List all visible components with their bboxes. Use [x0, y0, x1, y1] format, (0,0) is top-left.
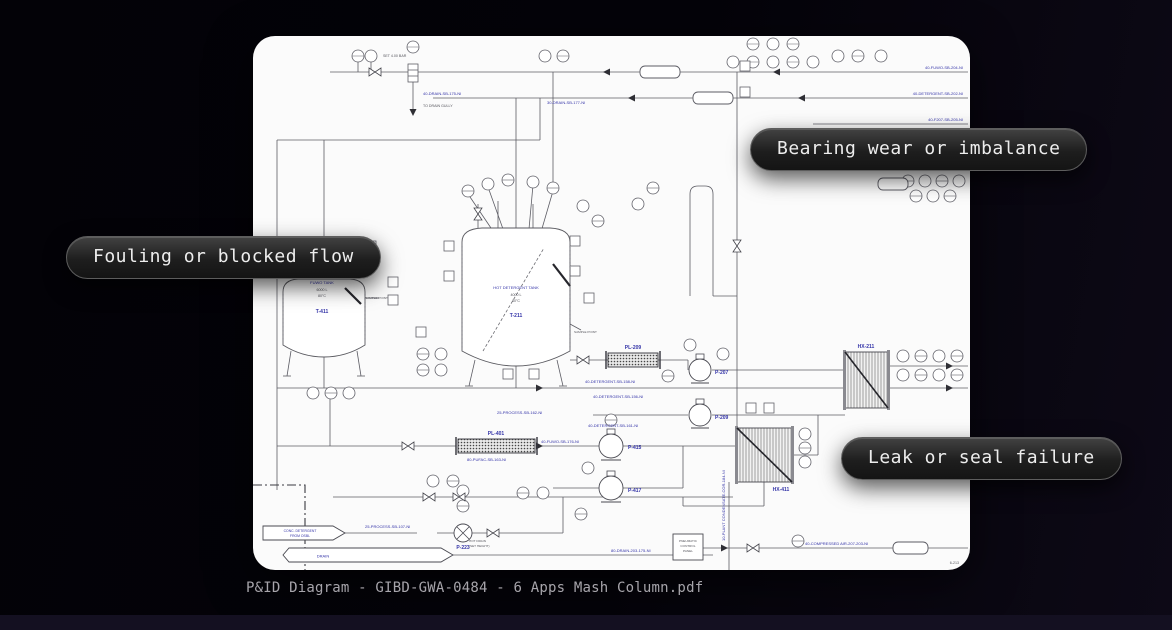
- line-label: 40-DETERGENT-SB-156-NI: [593, 394, 643, 399]
- pump-p417: P-417: [598, 470, 642, 503]
- drain-gully-note: TO DRAIN GULLY: [423, 104, 453, 108]
- line-label: 25-PROCESS-SB-107-NI: [365, 524, 410, 529]
- exchanger-tag: HX-211: [858, 344, 875, 350]
- tank-name: HOT DETERGENT TANK: [493, 285, 539, 290]
- tank-t211: HOT DETERGENT TANK 4000 L 80°C T-211: [461, 227, 571, 367]
- strainer-tag: PL-401: [488, 431, 505, 437]
- line-label: 10-PLANT CONDENSATE-COR-184-NI: [721, 470, 726, 541]
- hot-drain-subnote: (SET HEIGHT): [469, 544, 490, 548]
- line-label: 30-DRAIN-SB-177-NI: [547, 100, 585, 105]
- pump-p223: P-223: [453, 523, 473, 551]
- connector-drain: DRAIN: [282, 547, 454, 563]
- pump-tag: P-415: [628, 445, 642, 451]
- tank-temp: 80°C: [512, 299, 520, 303]
- tank-capacity: 6000 L: [317, 288, 328, 292]
- tank-capacity: 4000 L: [511, 293, 522, 297]
- exchanger-hx411: HX-411: [735, 426, 794, 493]
- pump-p209: P-209: [688, 398, 729, 429]
- tank-t411: FUWO TANK 6000 L 80°C T-411: [282, 278, 366, 358]
- pneumatic-control-panel: PNEUMATIC CONTROL PANEL: [672, 533, 704, 561]
- pump-p207: P-207: [688, 353, 729, 384]
- line-label: 80-DRAIN-203-175-NI: [611, 548, 651, 553]
- tank-tag: T-211: [510, 313, 523, 319]
- pump-tag: P-223: [456, 545, 470, 551]
- callout-fouling-or-blocked-flow[interactable]: Fouling or blocked flow: [66, 236, 381, 279]
- bottom-bar: [0, 615, 1172, 630]
- callout-bearing-wear-or-imbalance[interactable]: Bearing wear or imbalance: [750, 128, 1088, 171]
- pump-tag: P-207: [715, 370, 729, 376]
- line-label: 40-DETERGENT-SB-202-NI: [913, 91, 963, 96]
- panel-label: PANEL: [683, 549, 693, 553]
- piping-and-instruments: [253, 37, 968, 570]
- pump-p415: P-415: [598, 428, 642, 461]
- connector-label: DRAIN: [317, 554, 330, 559]
- strainer-pl401: PL-401: [455, 431, 538, 455]
- connector-label: CONC. DETERGENT: [284, 529, 317, 533]
- line-label: 40-FUWO-SB-176-NI: [541, 439, 579, 444]
- line-label: 40-COMPRESSED AIR-207-203-NI: [805, 541, 868, 546]
- hot-drain-note: HOT DRAIN: [469, 539, 486, 543]
- line-label: 25-PROCESS-SB-162-NI: [497, 410, 542, 415]
- sheet-ref: 6-213: [950, 561, 959, 565]
- connector-detergent-inlet: CONC. DETERGENT FROM OSBL: [262, 525, 346, 541]
- line-label: 40-FUWO-SB-204-NI: [925, 65, 963, 70]
- line-label: 40-F207-SB-205-NI: [928, 117, 963, 122]
- line-label: 40-DETERGENT-SB-158-NI: [585, 379, 635, 384]
- set-pressure-note: SET 4.00 BAR: [383, 54, 407, 58]
- exchanger-hx211: HX-211: [843, 344, 890, 410]
- line-label: 80-PUFAC-SB-163-NI: [467, 457, 506, 462]
- exchanger-tag: HX-411: [773, 487, 790, 493]
- connector-sublabel: FROM OSBL: [290, 534, 310, 538]
- tank-temp: 80°C: [318, 294, 326, 298]
- sample-point-note: SAMPLE POINT: [574, 330, 597, 334]
- panel-label: CONTROL: [680, 544, 695, 548]
- panel-label: PNEUMATIC: [679, 539, 698, 543]
- document-caption: P&ID Diagram - GIBD-GWA-0484 - 6 Apps Ma…: [246, 580, 704, 596]
- callout-leak-or-seal-failure[interactable]: Leak or seal failure: [841, 437, 1122, 480]
- strainer-tag: PL-209: [625, 345, 642, 351]
- line-label: 40-DETERGENT-SB-161-NI: [588, 423, 638, 428]
- tank-tag: T-411: [316, 309, 329, 315]
- line-label: 40-DRAIN-SB-175-NI: [423, 91, 461, 96]
- pid-diagram: FUWO TANK 6000 L 80°C T-411 HOT DETERGEN…: [253, 37, 968, 570]
- tank-name: FUWO TANK: [310, 280, 334, 285]
- pump-tag: P-417: [628, 488, 642, 494]
- sample-point-note: SAMPLE POINT: [365, 296, 388, 300]
- strainer-pl209: PL-209: [605, 345, 661, 369]
- pump-tag: P-209: [715, 415, 729, 421]
- pid-document-page[interactable]: FUWO TANK 6000 L 80°C T-411 HOT DETERGEN…: [253, 36, 970, 570]
